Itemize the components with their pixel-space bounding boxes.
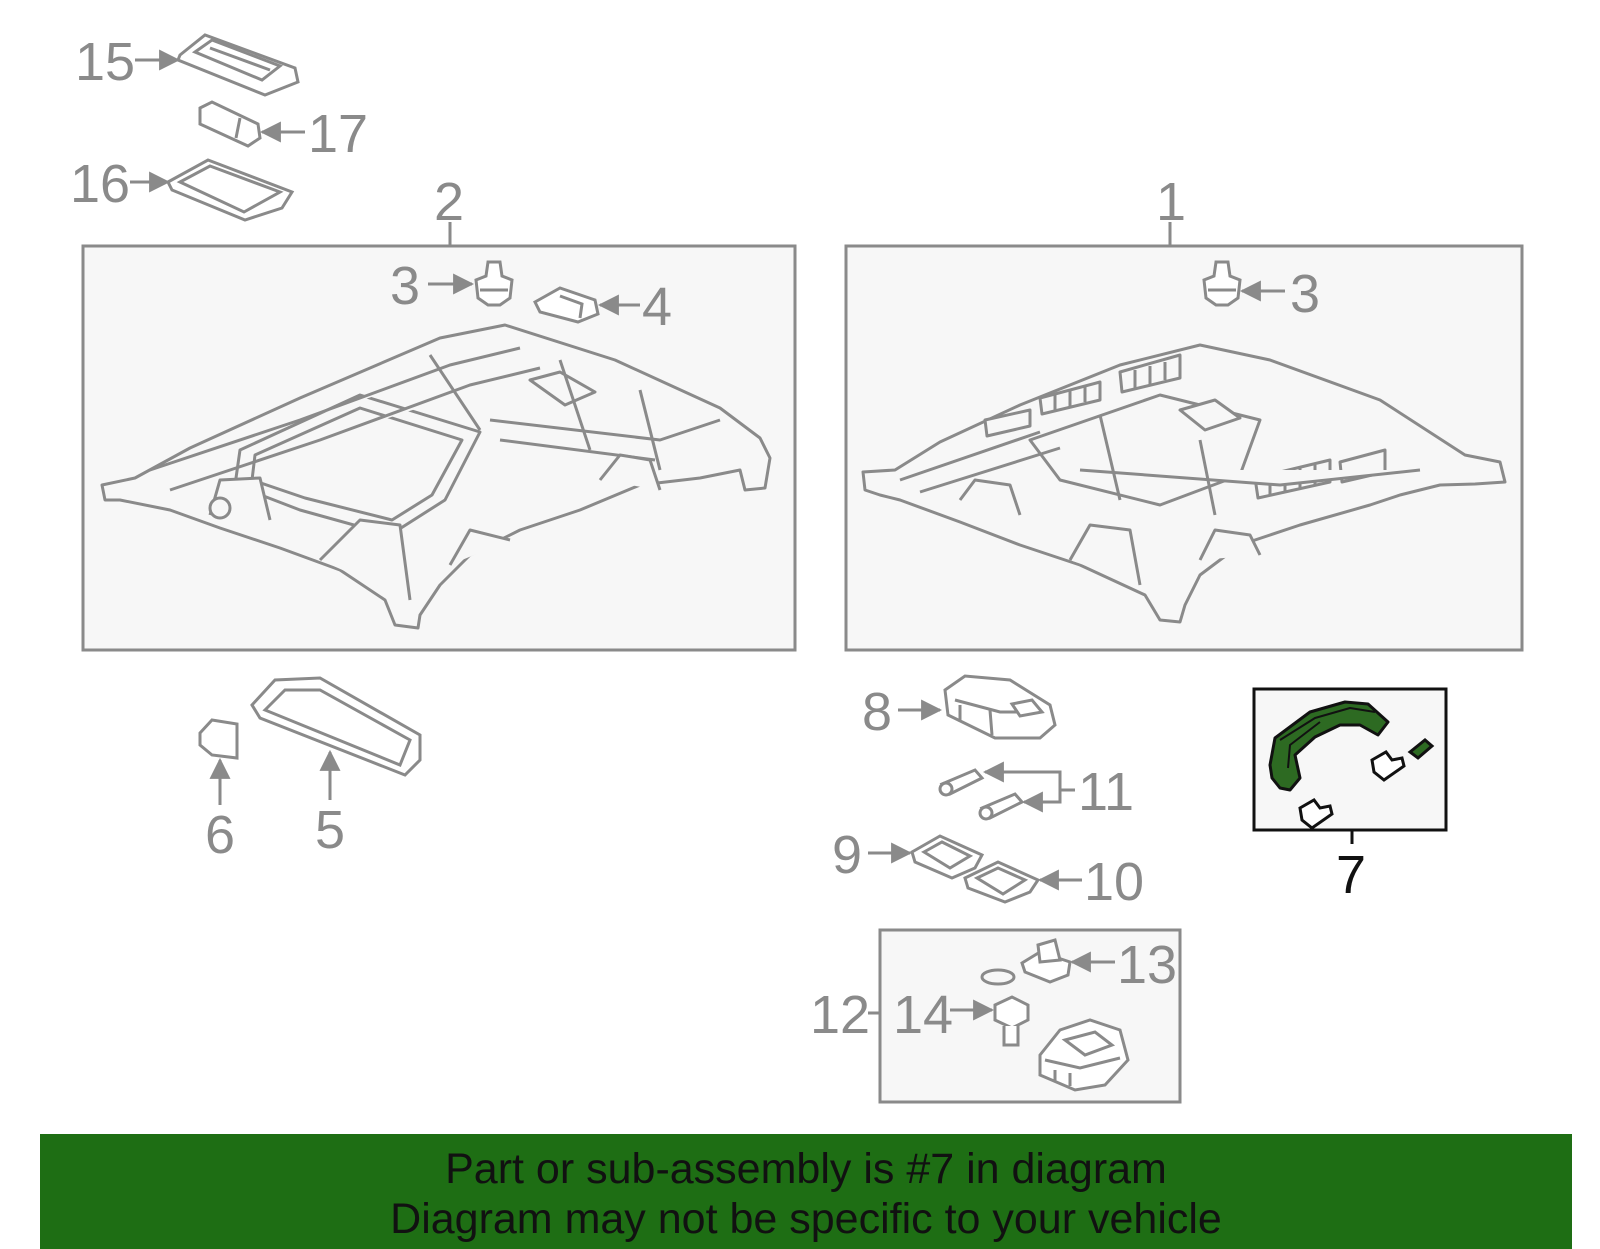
part-15-lamp-housing <box>176 33 300 97</box>
part-7-clip-lower <box>1298 798 1334 830</box>
label-2: 2 <box>434 172 464 232</box>
panel-part-7 <box>1252 687 1448 832</box>
label-3-right: 3 <box>1290 264 1320 324</box>
parts-diagram: 15 17 16 2 3 <box>70 32 1524 1104</box>
part-11-bulbs <box>938 768 1025 821</box>
part-9-lens <box>910 834 985 880</box>
label-6: 6 <box>205 805 235 865</box>
o-ring <box>980 968 1016 986</box>
part-7-grab-handle <box>1268 700 1390 792</box>
part-8-map-lamp <box>943 674 1057 740</box>
label-1: 1 <box>1156 172 1186 232</box>
part-3-clip-left <box>474 260 514 307</box>
label-12: 12 <box>810 985 870 1045</box>
label-5: 5 <box>315 800 345 860</box>
part-12-lamp-base <box>1038 1018 1130 1092</box>
label-7: 7 <box>1336 845 1366 905</box>
label-10: 10 <box>1084 852 1144 912</box>
part-7-cover <box>1407 738 1435 760</box>
part-2-headliner <box>100 323 772 630</box>
part-7-clip-upper <box>1370 750 1406 782</box>
label-16: 16 <box>70 154 130 214</box>
part-6-clip <box>198 718 239 760</box>
label-9: 9 <box>832 825 862 885</box>
part-3-clip-right <box>1202 260 1242 307</box>
part-5-panel <box>250 676 422 777</box>
part-13-clip <box>1020 938 1072 984</box>
label-11: 11 <box>1078 762 1134 822</box>
part-14-bolt <box>993 995 1030 1047</box>
label-4: 4 <box>642 277 672 337</box>
banner-line-2: Diagram may not be specific to your vehi… <box>390 1195 1222 1243</box>
part-16-lens <box>166 158 295 222</box>
label-13: 13 <box>1117 935 1177 995</box>
banner-line-1: Part or sub-assembly is #7 in diagram <box>445 1145 1167 1193</box>
part-17-bulb <box>198 100 262 148</box>
part-10-lens <box>963 860 1041 904</box>
label-8: 8 <box>862 682 892 742</box>
arrows-11 <box>982 761 1075 813</box>
notice-banner: Part or sub-assembly is #7 in diagram Di… <box>40 1134 1572 1249</box>
label-17: 17 <box>308 104 368 164</box>
label-15: 15 <box>75 32 135 92</box>
label-14: 14 <box>893 985 953 1045</box>
part-1-headliner <box>861 343 1507 624</box>
label-3-left: 3 <box>390 256 420 316</box>
